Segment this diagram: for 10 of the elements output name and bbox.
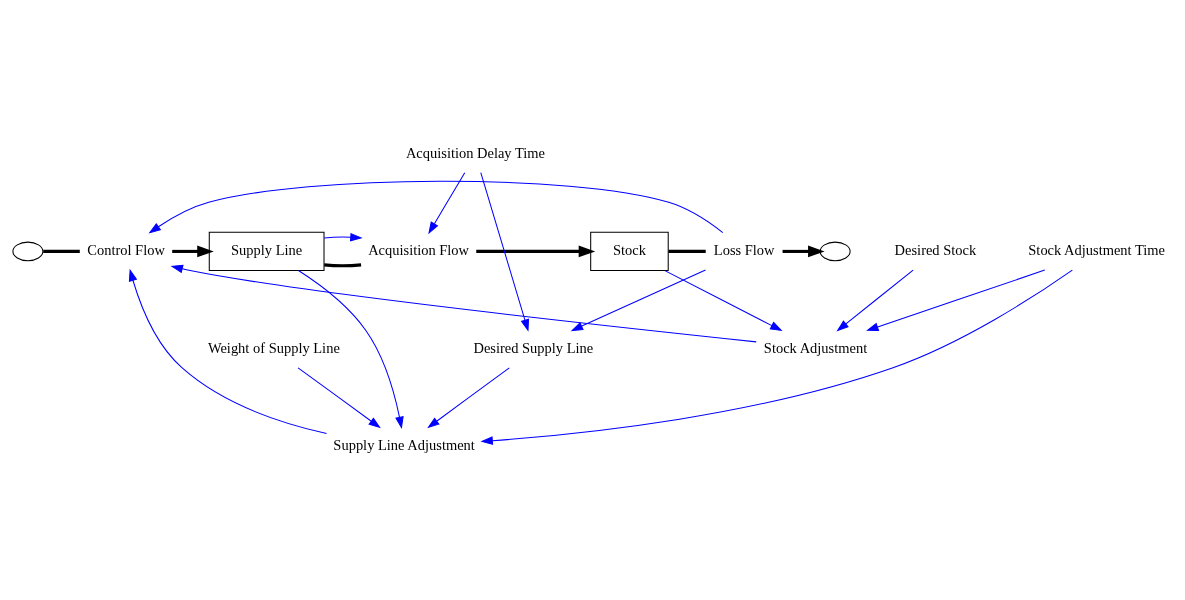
node-text: Supply Line Adjustment (333, 437, 475, 454)
node-text: Desired Supply Line (473, 339, 594, 356)
node-text: Control Flow (87, 242, 165, 259)
node-text: Stock Adjustment (763, 339, 868, 356)
node-text: Weight of Supply Line (207, 339, 340, 356)
node-text: Acquisition Delay Time (405, 144, 545, 161)
node-text: Loss Flow (713, 242, 775, 259)
node-text: Acquisition Flow (368, 242, 470, 259)
node-text: Desired Stock (894, 242, 977, 259)
node-text: Stock Adjustment Time (1028, 242, 1165, 259)
